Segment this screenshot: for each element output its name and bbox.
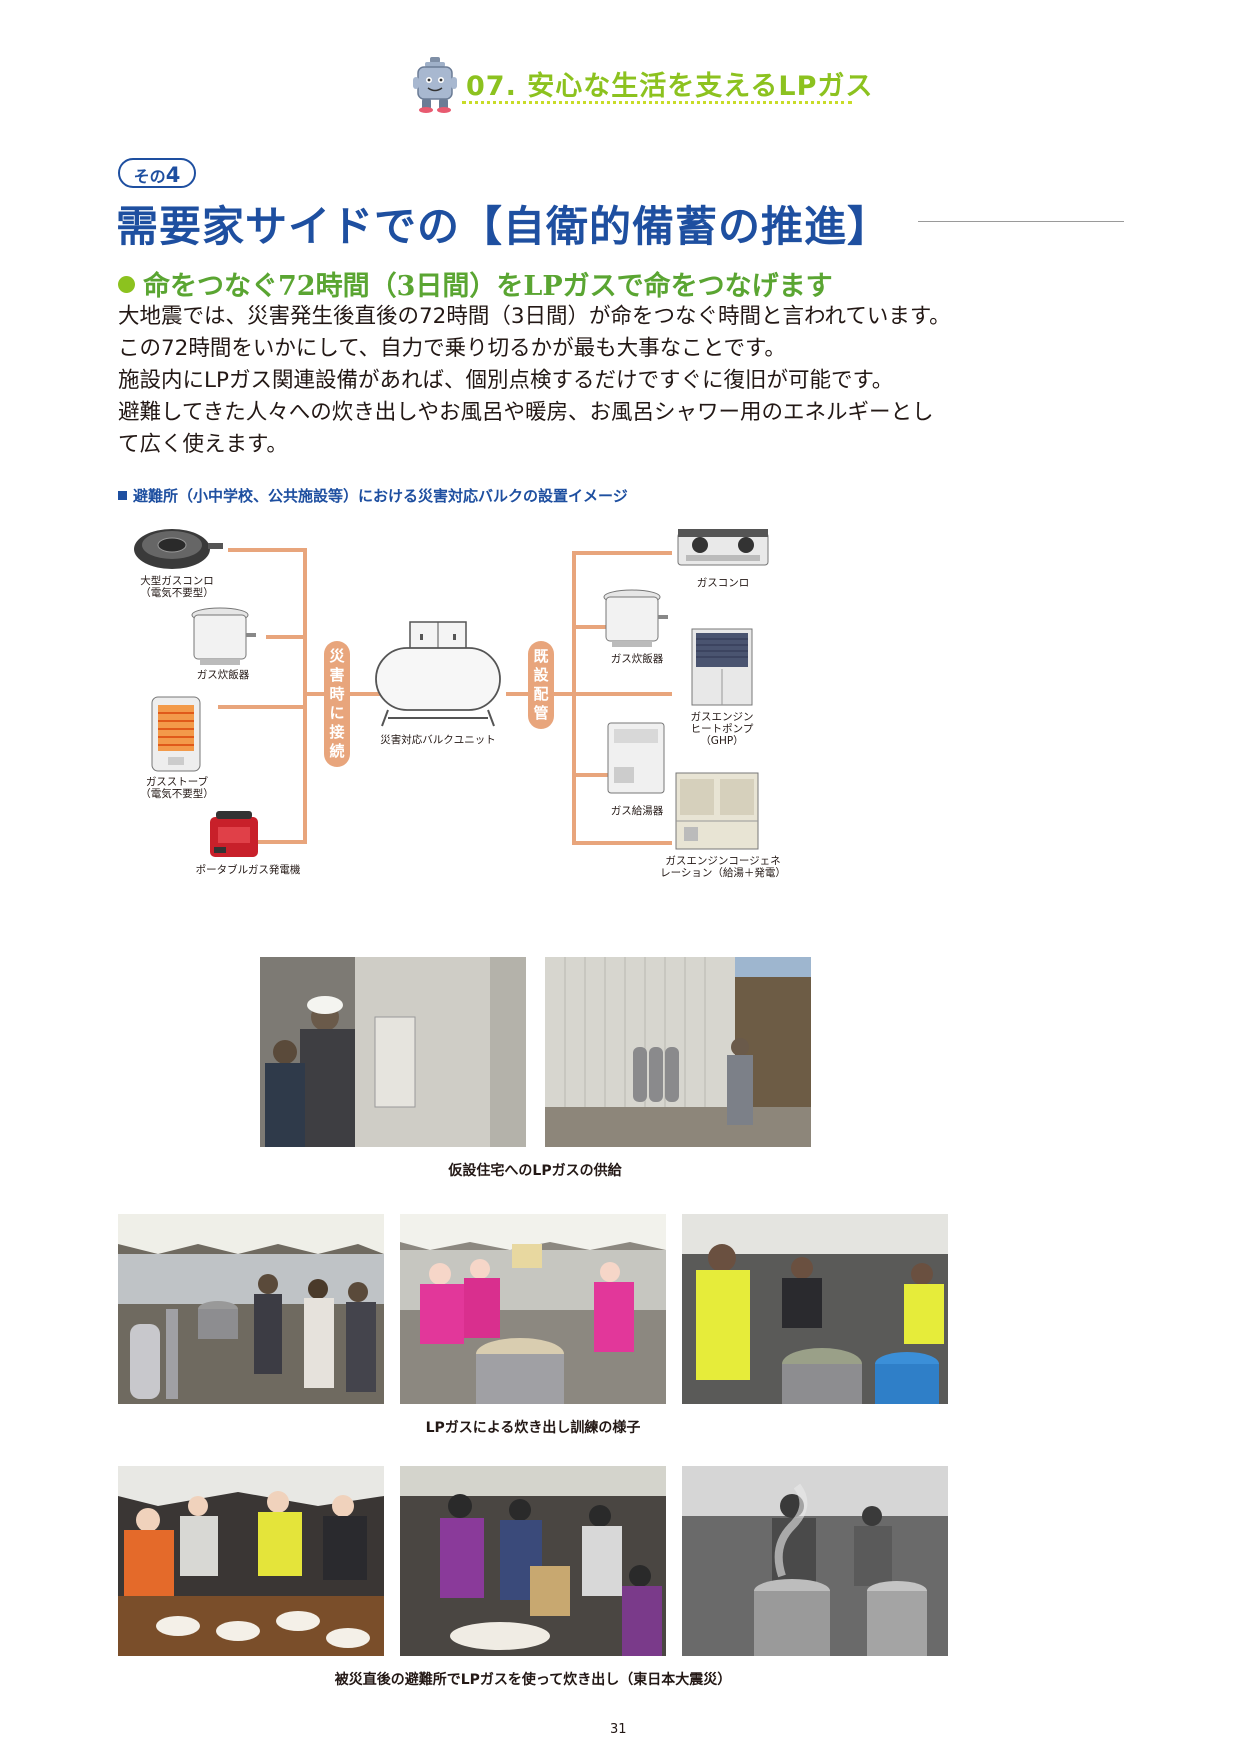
body-line: この72時間をいかにして、自力で乗り切るかが最も大事なことです。 [118,336,786,361]
photo-temporary-housing-workers [260,957,526,1147]
connector-line [218,705,305,709]
chapter-title: 07. 安心な生活を支えるLPガス [466,71,874,102]
appliance-label: ガス炊飯器 [196,669,250,681]
connector-line [350,692,390,696]
subheading-text: 命をつなぐ72時間（3日間）をLPガスで命をつなげます [143,271,833,302]
photo-cooking-drill-3 [682,1214,948,1404]
water-heater-icon [607,722,665,794]
body-line: て広く使えます。 [118,432,288,457]
title-rule [918,221,1124,222]
photo-caption: 被災直後の避難所でLPガスを使って炊き出し（東日本大震災） [334,1672,732,1688]
photo-caption: 仮設住宅へのLPガスの供給 [448,1163,622,1179]
body-line: 施設内にLPガス関連設備があれば、個別点検するだけですぐに復旧が可能です。 [118,368,894,393]
appliance-label: ガス炊飯器 [610,653,664,665]
photo-shelter-cooking-1 [118,1466,384,1656]
badge-number: 4 [165,163,181,187]
connector-line [248,840,305,844]
body-text: 大地震では、災害発生後直後の72時間（3日間）が命をつなぐ時間と言われています。… [118,301,958,461]
appliance-label: ガスストーブ（電気不要型） [140,776,214,800]
appliance-label: ガス給湯器 [610,805,664,817]
diagram-caption-text: 避難所（小中学校、公共施設等）における災害対応バルクの設置イメージ [133,487,628,505]
bulk-installation-diagram: 災害時に接続 災害対応バルクユニット 既設配管 大型ガスコンロ（電気不要型） ガ… [118,515,818,895]
body-line: 大地震では、災害発生後直後の72時間（3日間）が命をつなぐ時間と言われています。 [118,304,951,329]
section-title: 需要家サイドでの【自衛的備蓄の推進】 [116,202,891,251]
connector-line [266,635,305,639]
right-connector-text: 既設配管 [533,647,549,722]
photo-cooking-drill-1 [118,1214,384,1404]
rice-cooker-icon [603,589,668,647]
connector-line [572,551,672,555]
subheading: 命をつなぐ72時間（3日間）をLPガスで命をつなげます [118,264,833,303]
ghp-unit-icon [691,628,753,706]
gas-stove-icon [677,529,769,566]
appliance-label: ガスコンロ [696,577,750,589]
photo-gas-cylinders-housing [545,957,811,1147]
connector-line [303,548,307,844]
bullet-icon [118,276,135,293]
appliance-label: ガスエンジンヒートポンプ（GHP） [690,711,754,747]
photo-caption: LPガスによる炊き出し訓練の様子 [425,1420,641,1436]
connector-line [572,551,576,845]
cogeneration-unit-icon [675,772,759,850]
appliance-label: 大型ガスコンロ（電気不要型） [140,575,214,599]
header-divider [462,101,852,104]
connector-line [506,692,530,696]
gas-heater-icon [151,696,201,772]
connector-line [303,692,331,696]
connector-line [572,773,640,777]
appliance-label: ガスエンジンコージェネレーション（給湯＋発電） [660,855,786,879]
page-number: 31 [610,1722,627,1737]
bulk-unit-label: 災害対応バルクユニット [380,734,496,746]
section-badge: その4 [118,158,196,188]
photo-cooking-drill-2 [400,1214,666,1404]
diagram-caption: 避難所（小中学校、公共施設等）における災害対応バルクの設置イメージ [118,485,628,506]
connector-line [554,692,574,696]
rice-cooker-icon [191,607,256,665]
large-gas-stove-icon [134,529,223,569]
badge-prefix: その [133,167,166,186]
bulk-tank-icon [375,621,501,727]
photo-shelter-cooking-3 [682,1466,948,1656]
connector-line [228,548,305,552]
appliance-label: ポータブルガス発電機 [195,864,301,876]
connector-line [572,692,672,696]
square-bullet-icon [118,491,127,500]
gas-cylinder-mascot-icon [413,57,457,113]
left-connector-text: 災害時に接続 [329,647,345,760]
photo-shelter-cooking-2 [400,1466,666,1656]
portable-generator-icon [210,811,258,857]
right-connector-badge: 既設配管 [528,641,554,729]
left-connector-badge: 災害時に接続 [324,641,350,767]
body-line: 避難してきた人々への炊き出しやお風呂や暖房、お風呂シャワー用のエネルギーとし [118,400,934,425]
connector-line [572,841,672,845]
